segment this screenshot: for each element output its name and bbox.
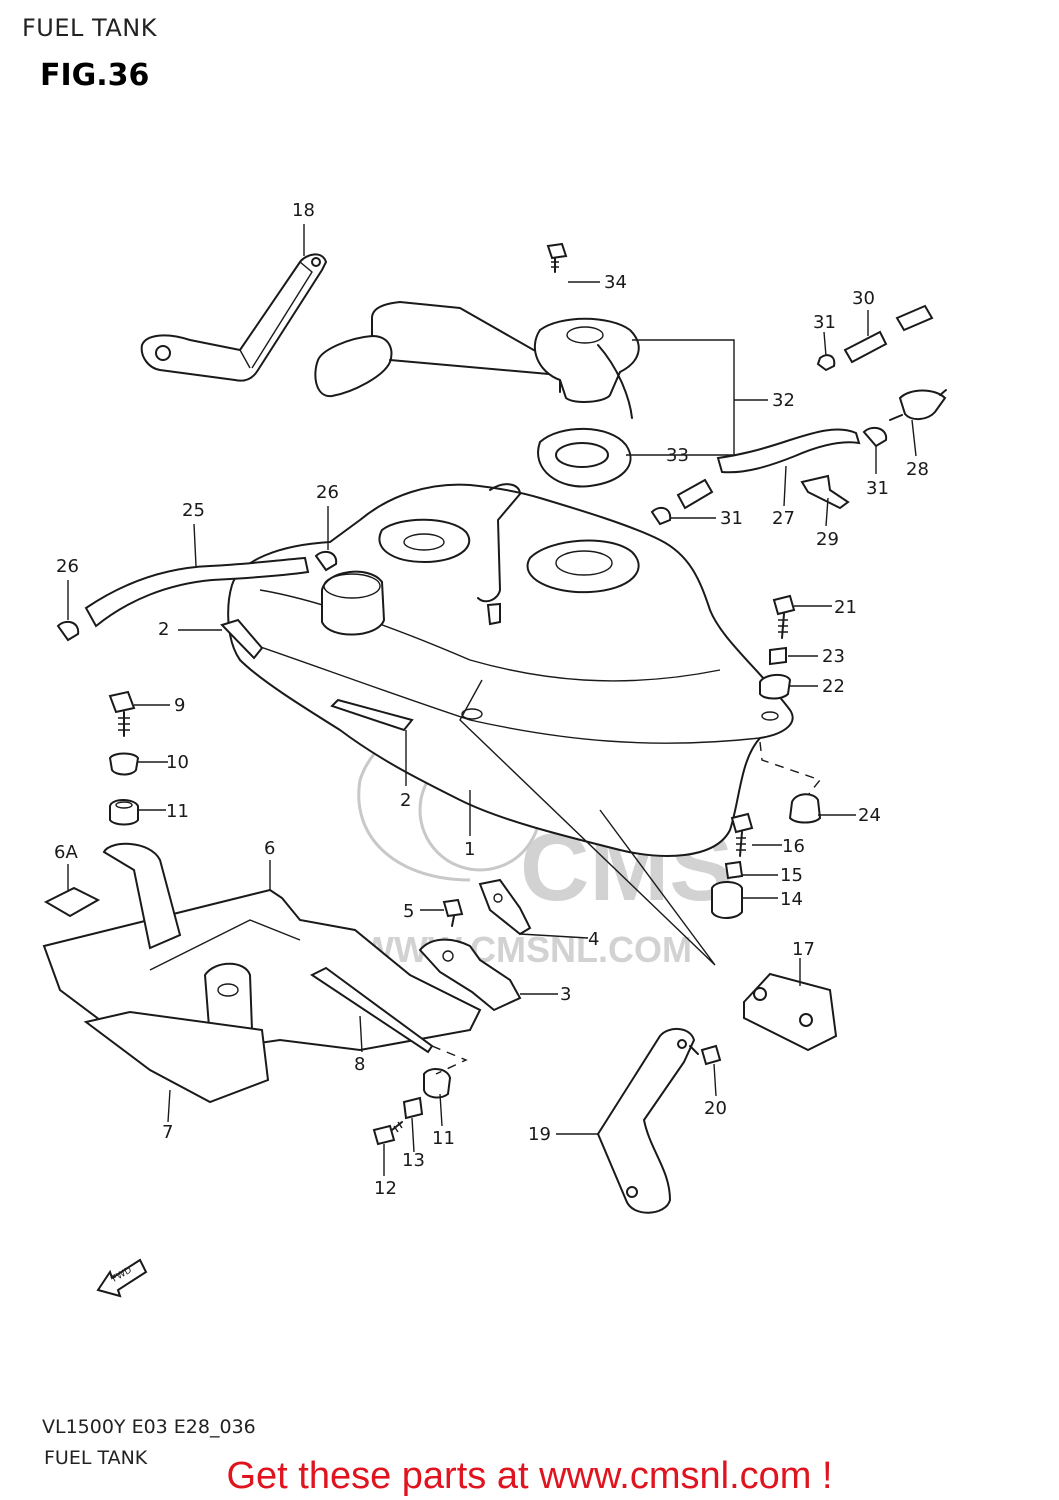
callout-6a: 6A xyxy=(54,842,78,863)
callout-26-center: 26 xyxy=(316,482,339,503)
callout-18: 18 xyxy=(292,200,315,221)
part-2-rubber-lower xyxy=(330,698,414,732)
part-4-bracket xyxy=(478,878,532,936)
leader-lines xyxy=(67,224,917,1176)
assembly-dashed-line xyxy=(431,1045,468,1075)
callout-22: 22 xyxy=(822,676,845,697)
callout-23: 23 xyxy=(822,646,845,667)
footer-title: FUEL TANK xyxy=(44,1447,148,1469)
part-25-hose xyxy=(84,556,310,628)
callout-16: 16 xyxy=(782,836,805,857)
part-31-clamp-right xyxy=(862,426,888,448)
callout-9: 9 xyxy=(174,695,185,716)
callout-19: 19 xyxy=(528,1124,551,1145)
callout-5: 5 xyxy=(403,901,414,922)
model-code: VL1500Y E03 E28_036 xyxy=(42,1416,256,1438)
promo-link[interactable]: Get these parts at www.cmsnl.com ! xyxy=(226,1455,833,1497)
part-9-bolt xyxy=(108,690,136,737)
part-15-collar xyxy=(724,860,744,880)
part-23-collar xyxy=(769,646,787,666)
figure-label: FIG.36 xyxy=(40,58,150,93)
callout-26-left: 26 xyxy=(56,556,79,577)
part-10-collar xyxy=(108,752,140,776)
part-28-filter xyxy=(889,389,947,421)
part-32-fuel-pump xyxy=(314,301,640,419)
callout-33: 33 xyxy=(666,445,689,466)
callout-25: 25 xyxy=(182,500,205,521)
callout-29: 29 xyxy=(816,529,839,550)
callout-7: 7 xyxy=(162,1122,173,1143)
callout-1: 1 xyxy=(464,839,475,860)
callout-10: 10 xyxy=(166,752,189,773)
part-14-cushion xyxy=(711,881,743,919)
part-6a-pad xyxy=(43,886,101,918)
part-31-clamp-lower xyxy=(650,506,672,526)
callout-6: 6 xyxy=(264,838,275,859)
callout-24: 24 xyxy=(858,805,881,826)
part-16-bolt xyxy=(730,812,754,857)
part-21-bolt xyxy=(772,594,796,639)
callout-31-upper: 31 xyxy=(813,312,836,333)
callout-34: 34 xyxy=(604,272,627,293)
callout-31-right: 31 xyxy=(866,478,889,499)
callout-32: 32 xyxy=(772,390,795,411)
part-18-bracket xyxy=(140,253,328,382)
callout-28: 28 xyxy=(906,459,929,480)
fwd-arrow-icon: FWD xyxy=(96,1258,148,1298)
part-17-plate xyxy=(743,972,838,1052)
watermark-url: WWW.CMSNL.COM xyxy=(360,929,692,970)
part-13-collar xyxy=(402,1096,424,1120)
part-24-damper xyxy=(759,741,822,824)
callout-11-lower: 11 xyxy=(432,1128,455,1149)
part-19-bracket xyxy=(596,1028,696,1214)
callout-8: 8 xyxy=(354,1054,365,1075)
callout-15: 15 xyxy=(780,865,803,886)
callout-3: 3 xyxy=(560,984,571,1005)
callout-31-lower: 31 xyxy=(720,508,743,529)
callout-2-lower: 2 xyxy=(400,790,411,811)
part-29-clip xyxy=(800,474,850,510)
part-11-cushion-lower xyxy=(423,1068,452,1099)
part-33-gasket xyxy=(537,427,632,488)
part-2-rubber-upper xyxy=(220,618,264,660)
callout-17: 17 xyxy=(792,939,815,960)
callout-20: 20 xyxy=(704,1098,727,1119)
part-5-bolt xyxy=(442,898,464,927)
callout-14: 14 xyxy=(780,889,803,910)
part-12-bolt xyxy=(372,1121,403,1146)
section-title: FUEL TANK xyxy=(22,14,157,42)
part-7-sheet xyxy=(83,1010,270,1104)
callout-2-upper: 2 xyxy=(158,619,169,640)
part-27-hose xyxy=(676,428,861,510)
callout-4: 4 xyxy=(588,929,599,950)
part-30-hose-joint xyxy=(843,304,934,364)
callout-21: 21 xyxy=(834,597,857,618)
part-11-cushion-left xyxy=(109,799,139,826)
part-20-bolt xyxy=(689,1044,722,1066)
part-1-fuel-tank xyxy=(227,483,794,966)
part-26-clamp-center xyxy=(314,550,338,572)
callout-12: 12 xyxy=(374,1178,397,1199)
part-26-clamp-left xyxy=(56,620,80,642)
callout-27: 27 xyxy=(772,508,795,529)
callout-numbers: 18 34 30 31 32 33 28 31 31 27 29 26 25 2… xyxy=(54,200,929,1199)
part-3-holder xyxy=(418,938,522,1012)
part-22-grommet xyxy=(759,674,792,700)
part-34-screw xyxy=(546,242,568,273)
part-31-clamp-upper xyxy=(816,354,836,372)
callout-30: 30 xyxy=(852,288,875,309)
callout-11-left: 11 xyxy=(166,801,189,822)
callout-13: 13 xyxy=(402,1150,425,1171)
